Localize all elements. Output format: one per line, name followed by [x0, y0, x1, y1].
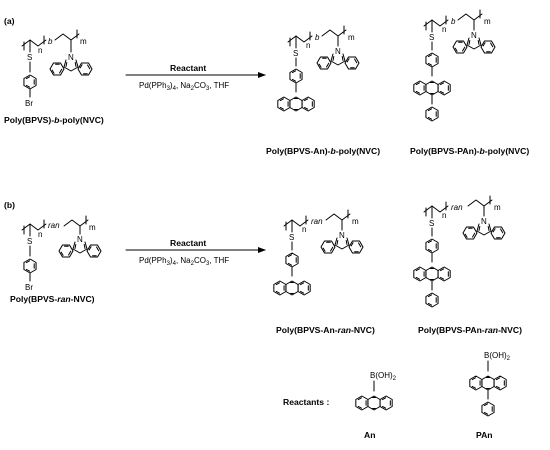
- panel-a-tag: (a): [4, 16, 15, 26]
- svg-text:N: N: [68, 53, 74, 62]
- product2-name-b: Poly(BPVS-PAn-ran-NVC): [418, 325, 522, 335]
- panel-b-tag: (b): [4, 200, 15, 210]
- start-polymer-name-b: Poly(BPVS-ran-NVC): [10, 294, 95, 304]
- svg-text:N: N: [77, 235, 83, 244]
- bromine-atom: Br: [25, 99, 33, 108]
- svg-text:S: S: [429, 219, 434, 228]
- svg-text:S: S: [27, 237, 32, 246]
- svg-text:ran: ran: [451, 203, 463, 212]
- start-polymer-name-a: Poly(BPVS)-b-poly(NVC): [4, 115, 104, 125]
- svg-text:b: b: [48, 37, 53, 46]
- reactant-label-a: Reactant: [170, 63, 206, 73]
- poly-bpvs-ran-nvc-structure: n ran m N S Br: [21, 215, 103, 292]
- svg-text:B(OH)2: B(OH)2: [370, 371, 397, 382]
- svg-text:m: m: [494, 203, 501, 212]
- svg-text:m: m: [484, 17, 491, 26]
- svg-text:N: N: [335, 47, 341, 56]
- poly-bpvs-an-b-poly-nvc-structure: n b m N S: [278, 25, 361, 111]
- reactant-label-b: Reactant: [170, 238, 206, 248]
- svg-text:n: n: [302, 225, 306, 234]
- svg-text:b: b: [315, 33, 320, 42]
- product1-name-b: Poly(BPVS-An-ran-NVC): [276, 325, 375, 335]
- svg-text:N: N: [339, 231, 345, 240]
- product2-name-a: Poly(BPVS-PAn)-b-poly(NVC): [410, 146, 529, 156]
- svg-text:n: n: [38, 230, 42, 239]
- anthracene-boronic-acid-structure: B(OH)2: [356, 371, 397, 410]
- sulfur-atom: S: [27, 53, 32, 62]
- svg-text:m: m: [89, 223, 96, 232]
- poly-bpvs-pan-b-poly-nvc-structure: n b m N S: [414, 9, 497, 122]
- conditions-a: Pd(PPh3)4, Na2CO3, THF: [139, 81, 229, 92]
- poly-bpvs-pan-ran-nvc-structure: n ran m N S: [414, 195, 507, 308]
- svg-text:m: m: [348, 33, 355, 42]
- product1-name-a: Poly(BPVS-An)-b-poly(NVC): [266, 146, 380, 156]
- reactants-heading: Reactants :: [283, 397, 329, 407]
- svg-text:n: n: [442, 211, 446, 220]
- phenylanthracene-boronic-acid-structure: B(OH)2: [470, 351, 511, 417]
- svg-text:ran: ran: [48, 221, 60, 230]
- reactant-pan-label: PAn: [476, 430, 493, 440]
- svg-text:N: N: [471, 31, 477, 40]
- poly-bpvs-b-poly-nvc-structure: n S Br b m N: [21, 29, 94, 108]
- svg-text:n: n: [38, 46, 42, 55]
- reactant-an-label: An: [364, 430, 375, 440]
- svg-text:n: n: [442, 25, 446, 34]
- svg-text:S: S: [293, 49, 298, 58]
- svg-text:S: S: [289, 233, 294, 242]
- conditions-b: Pd(PPh3)4, Na2CO3, THF: [139, 256, 229, 267]
- poly-bpvs-an-ran-nvc-structure: n ran m N S: [274, 209, 365, 295]
- svg-text:N: N: [481, 217, 487, 226]
- svg-text:m: m: [80, 37, 87, 46]
- svg-text:S: S: [429, 33, 434, 42]
- svg-text:Br: Br: [25, 283, 33, 292]
- svg-text:ran: ran: [311, 217, 323, 226]
- svg-text:n: n: [306, 41, 310, 50]
- svg-text:B(OH)2: B(OH)2: [484, 351, 511, 362]
- svg-text:m: m: [352, 217, 359, 226]
- svg-text:b: b: [451, 17, 456, 26]
